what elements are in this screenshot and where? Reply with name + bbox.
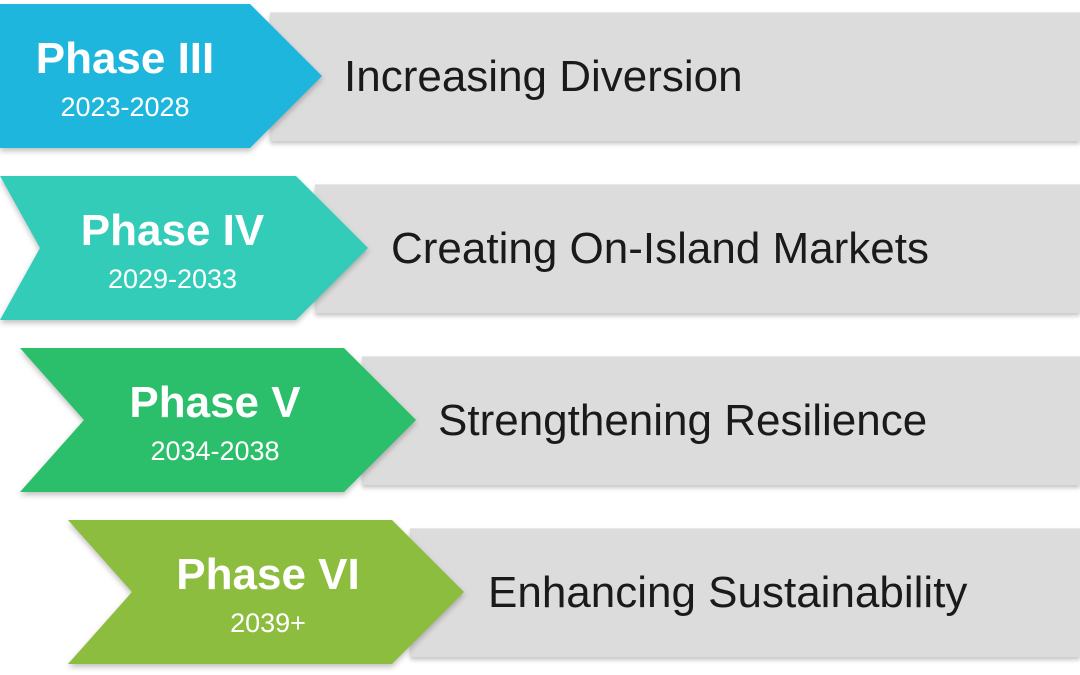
phase-chevron: Phase III 2023-2028 [0,4,325,152]
phase-years: 2029-2033 [107,264,238,294]
phase-chevron-shape [0,4,322,148]
phase-title: Phase V [129,378,301,427]
phase-years: 2039+ [230,608,306,638]
phase-description-bar: Strengthening Resilience [362,356,1080,485]
phase-chevron: Phase V 2034-2038 [20,348,420,496]
phase-description-bar: Creating On-Island Markets [315,184,1080,313]
phase-description-bar: Increasing Diversion [270,12,1080,141]
phase-chevron-shape [68,520,464,664]
phase-title: Phase VI [176,550,360,599]
phase-description-bar: Enhancing Sustainability [410,528,1080,657]
phase-chevron: Phase VI 2039+ [68,520,468,668]
phase-description: Increasing Diversion [344,52,743,101]
phase-years: 2023-2028 [60,92,190,122]
phase-row-4: Creating On-Island Markets Phase IV 2029… [0,176,1080,324]
phase-chevron: Phase IV 2029-2033 [0,176,372,324]
phase-row-3: Increasing Diversion Phase III 2023-2028 [0,4,1080,152]
phase-title: Phase IV [80,206,265,255]
phase-description: Enhancing Sustainability [488,568,968,617]
phase-title: Phase III [35,34,215,83]
phase-years: 2034-2038 [150,436,280,466]
phase-row-6: Enhancing Sustainability Phase VI 2039+ [0,520,1080,668]
phase-chevron-shape [20,348,416,492]
phase-chevron-shape [0,176,368,320]
phase-description: Creating On-Island Markets [391,224,929,273]
phase-description: Strengthening Resilience [438,396,928,445]
phase-row-5: Strengthening Resilience Phase V 2034-20… [0,348,1080,496]
